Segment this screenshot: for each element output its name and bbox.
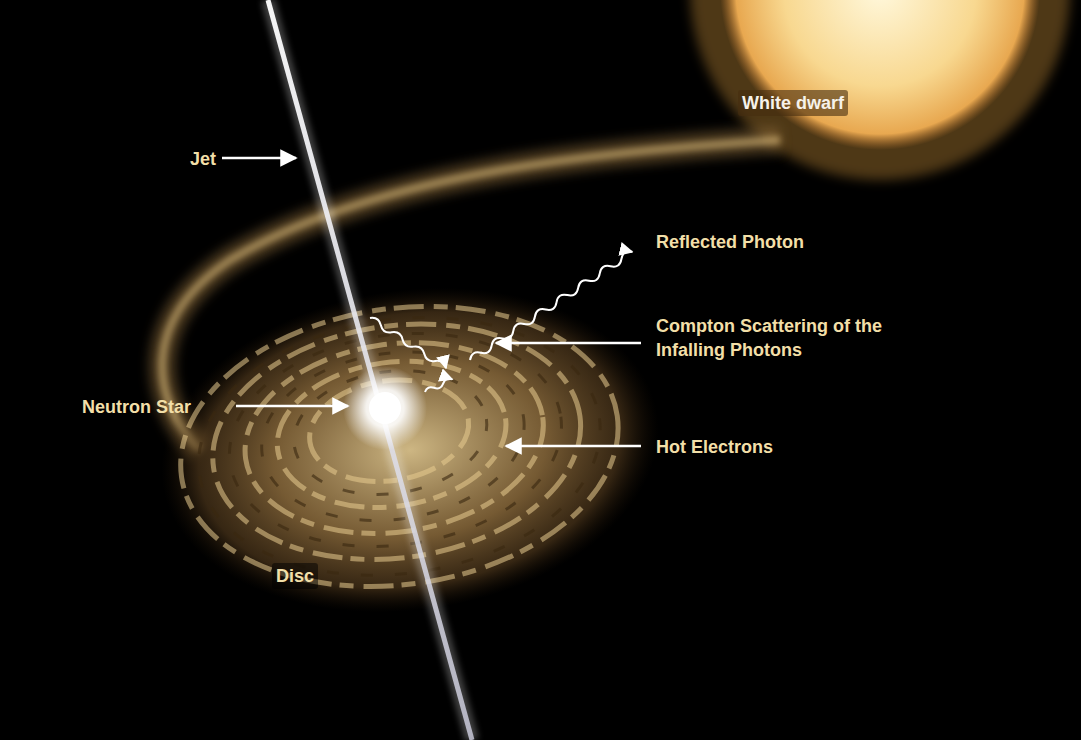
disc-label: Disc — [272, 563, 318, 589]
process-label: Compton Scattering of the Infalling Phot… — [652, 313, 925, 364]
star-label: Neutron Star — [78, 394, 195, 420]
star-label: White dwarf — [738, 90, 848, 116]
photon-label: Reflected Photon — [652, 229, 808, 255]
jet-label: Jet — [186, 146, 220, 172]
electron-label: Hot Electrons — [652, 434, 777, 460]
